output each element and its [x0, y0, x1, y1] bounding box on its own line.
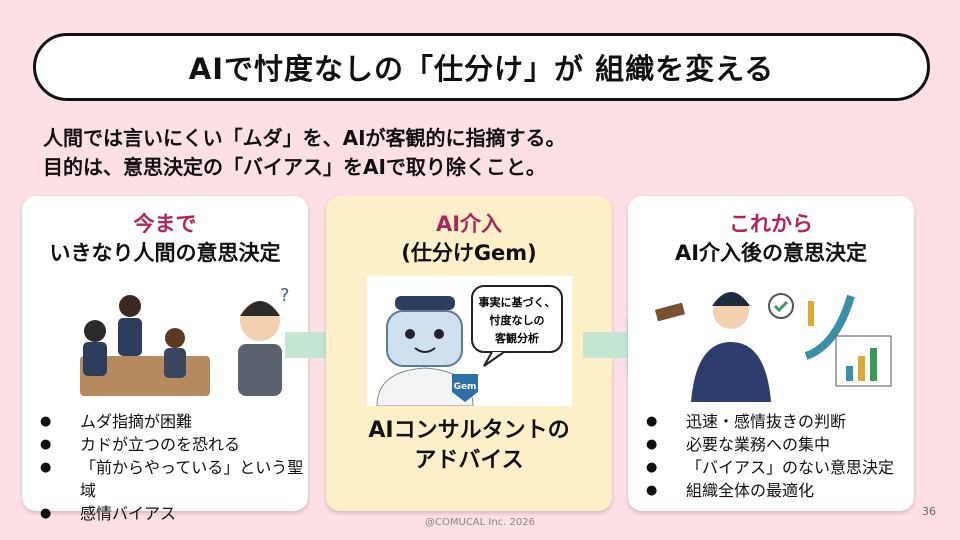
bullet-icon: ● — [646, 437, 658, 452]
slide-title: AIで忖度なしの「仕分け」が 組織を変える — [188, 52, 775, 86]
advice-line: AIコンサルタントの — [368, 418, 570, 443]
list-item: ● 「バイアス」のない意思決定 — [646, 456, 914, 479]
advice-line: アドバイス — [414, 448, 524, 473]
title-banner: AIで忖度なしの「仕分け」が 組織を変える — [33, 33, 930, 101]
list-item: ● 迅速・感情抜きの判断 — [646, 410, 914, 433]
list-item: ● ムダ指摘が困難 — [40, 410, 308, 433]
bullet-icon: ● — [40, 460, 52, 475]
card-heading: いきなり人間の意思決定 — [49, 241, 281, 265]
lead-line: 人間では言いにくい「ムダ」を、AIが客観的に指摘する。 — [43, 126, 566, 150]
lead-line: 目的は、意思決定の「バイアス」をAIで取り除くこと。 — [43, 155, 546, 179]
bullet-text: カドが立つのを恐れる — [80, 435, 241, 454]
bullet-icon: ● — [40, 414, 52, 429]
list-item: ● 必要な業務への集中 — [646, 433, 914, 456]
bullet-icon: ● — [40, 506, 52, 521]
bullet-text: 「前からやっている」という聖域 — [80, 458, 304, 500]
meeting-illustration-icon: ? — [80, 285, 290, 396]
card-heading: AI介入後の意思決定 — [674, 241, 868, 265]
bullet-text: 必要な業務への集中 — [686, 435, 831, 454]
card-kicker: これから — [729, 212, 813, 236]
list-item: ● カドが立つのを恐れる — [40, 433, 308, 456]
bullet-text: 組織全体の最適化 — [686, 481, 815, 500]
bubble-line: 事実に基づく、 — [478, 295, 555, 309]
robot-consultant-illustration-icon: Gem 事実に基づく、 忖度なしの 客観分析 — [366, 276, 572, 406]
bullet-icon: ● — [646, 460, 658, 475]
bullet-text: 「バイアス」のない意思決定 — [686, 458, 895, 477]
card-heading: (仕分けGem) — [401, 241, 537, 265]
card-kicker: 今まで — [133, 212, 197, 236]
bullet-text: ムダ指摘が困難 — [80, 412, 193, 431]
bullet-text: 感情バイアス — [80, 504, 177, 523]
gem-badge: Gem — [453, 382, 476, 392]
list-item: ● 感情バイアス — [40, 502, 308, 525]
list-item: ● 組織全体の最適化 — [646, 479, 914, 502]
copyright-footer: @COMUCAL Inc. 2026 — [425, 517, 535, 528]
bullet-icon: ● — [646, 483, 658, 498]
lead-text: 人間では言いにくい「ムダ」を、AIが客観的に指摘する。 目的は、意思決定の「バイ… — [43, 124, 566, 182]
page-number: 36 — [922, 505, 936, 518]
card-after: これから AI介入後の意思決定 ● 迅速・感情抜きの判断 ● 必要な業務への集中 ●… — [628, 196, 914, 511]
card-ai: AI介入 (仕分けGem) Gem 事実に基づく、 忖度なしの 客観分析 AIコ… — [326, 196, 612, 511]
bullet-icon: ● — [646, 414, 658, 429]
bullet-list: ● ムダ指摘が困難 ● カドが立つのを恐れる ● 「前からやっている」という聖域 ● 感… — [40, 410, 308, 525]
card-kicker: AI介入 — [435, 212, 503, 236]
decision-growth-illustration-icon — [654, 292, 892, 402]
bullet-text: 迅速・感情抜きの判断 — [686, 412, 847, 431]
list-item: ● 「前からやっている」という聖域 — [40, 456, 308, 502]
bullet-icon: ● — [40, 437, 52, 452]
bubble-line: 忖度なしの — [489, 313, 544, 327]
bubble-line: 客観分析 — [494, 331, 539, 345]
card-before: 今まで いきなり人間の意思決定 ? ● ムダ指摘が困難 ● カドが立つのを恐れる ●… — [22, 196, 308, 523]
bullet-list: ● 迅速・感情抜きの判断 ● 必要な業務への集中 ● 「バイアス」のない意思決定 ● 組… — [646, 410, 914, 502]
ai-advice-text: AIコンサルタントの アドバイス — [326, 416, 612, 476]
svg-text:?: ? — [280, 285, 290, 306]
